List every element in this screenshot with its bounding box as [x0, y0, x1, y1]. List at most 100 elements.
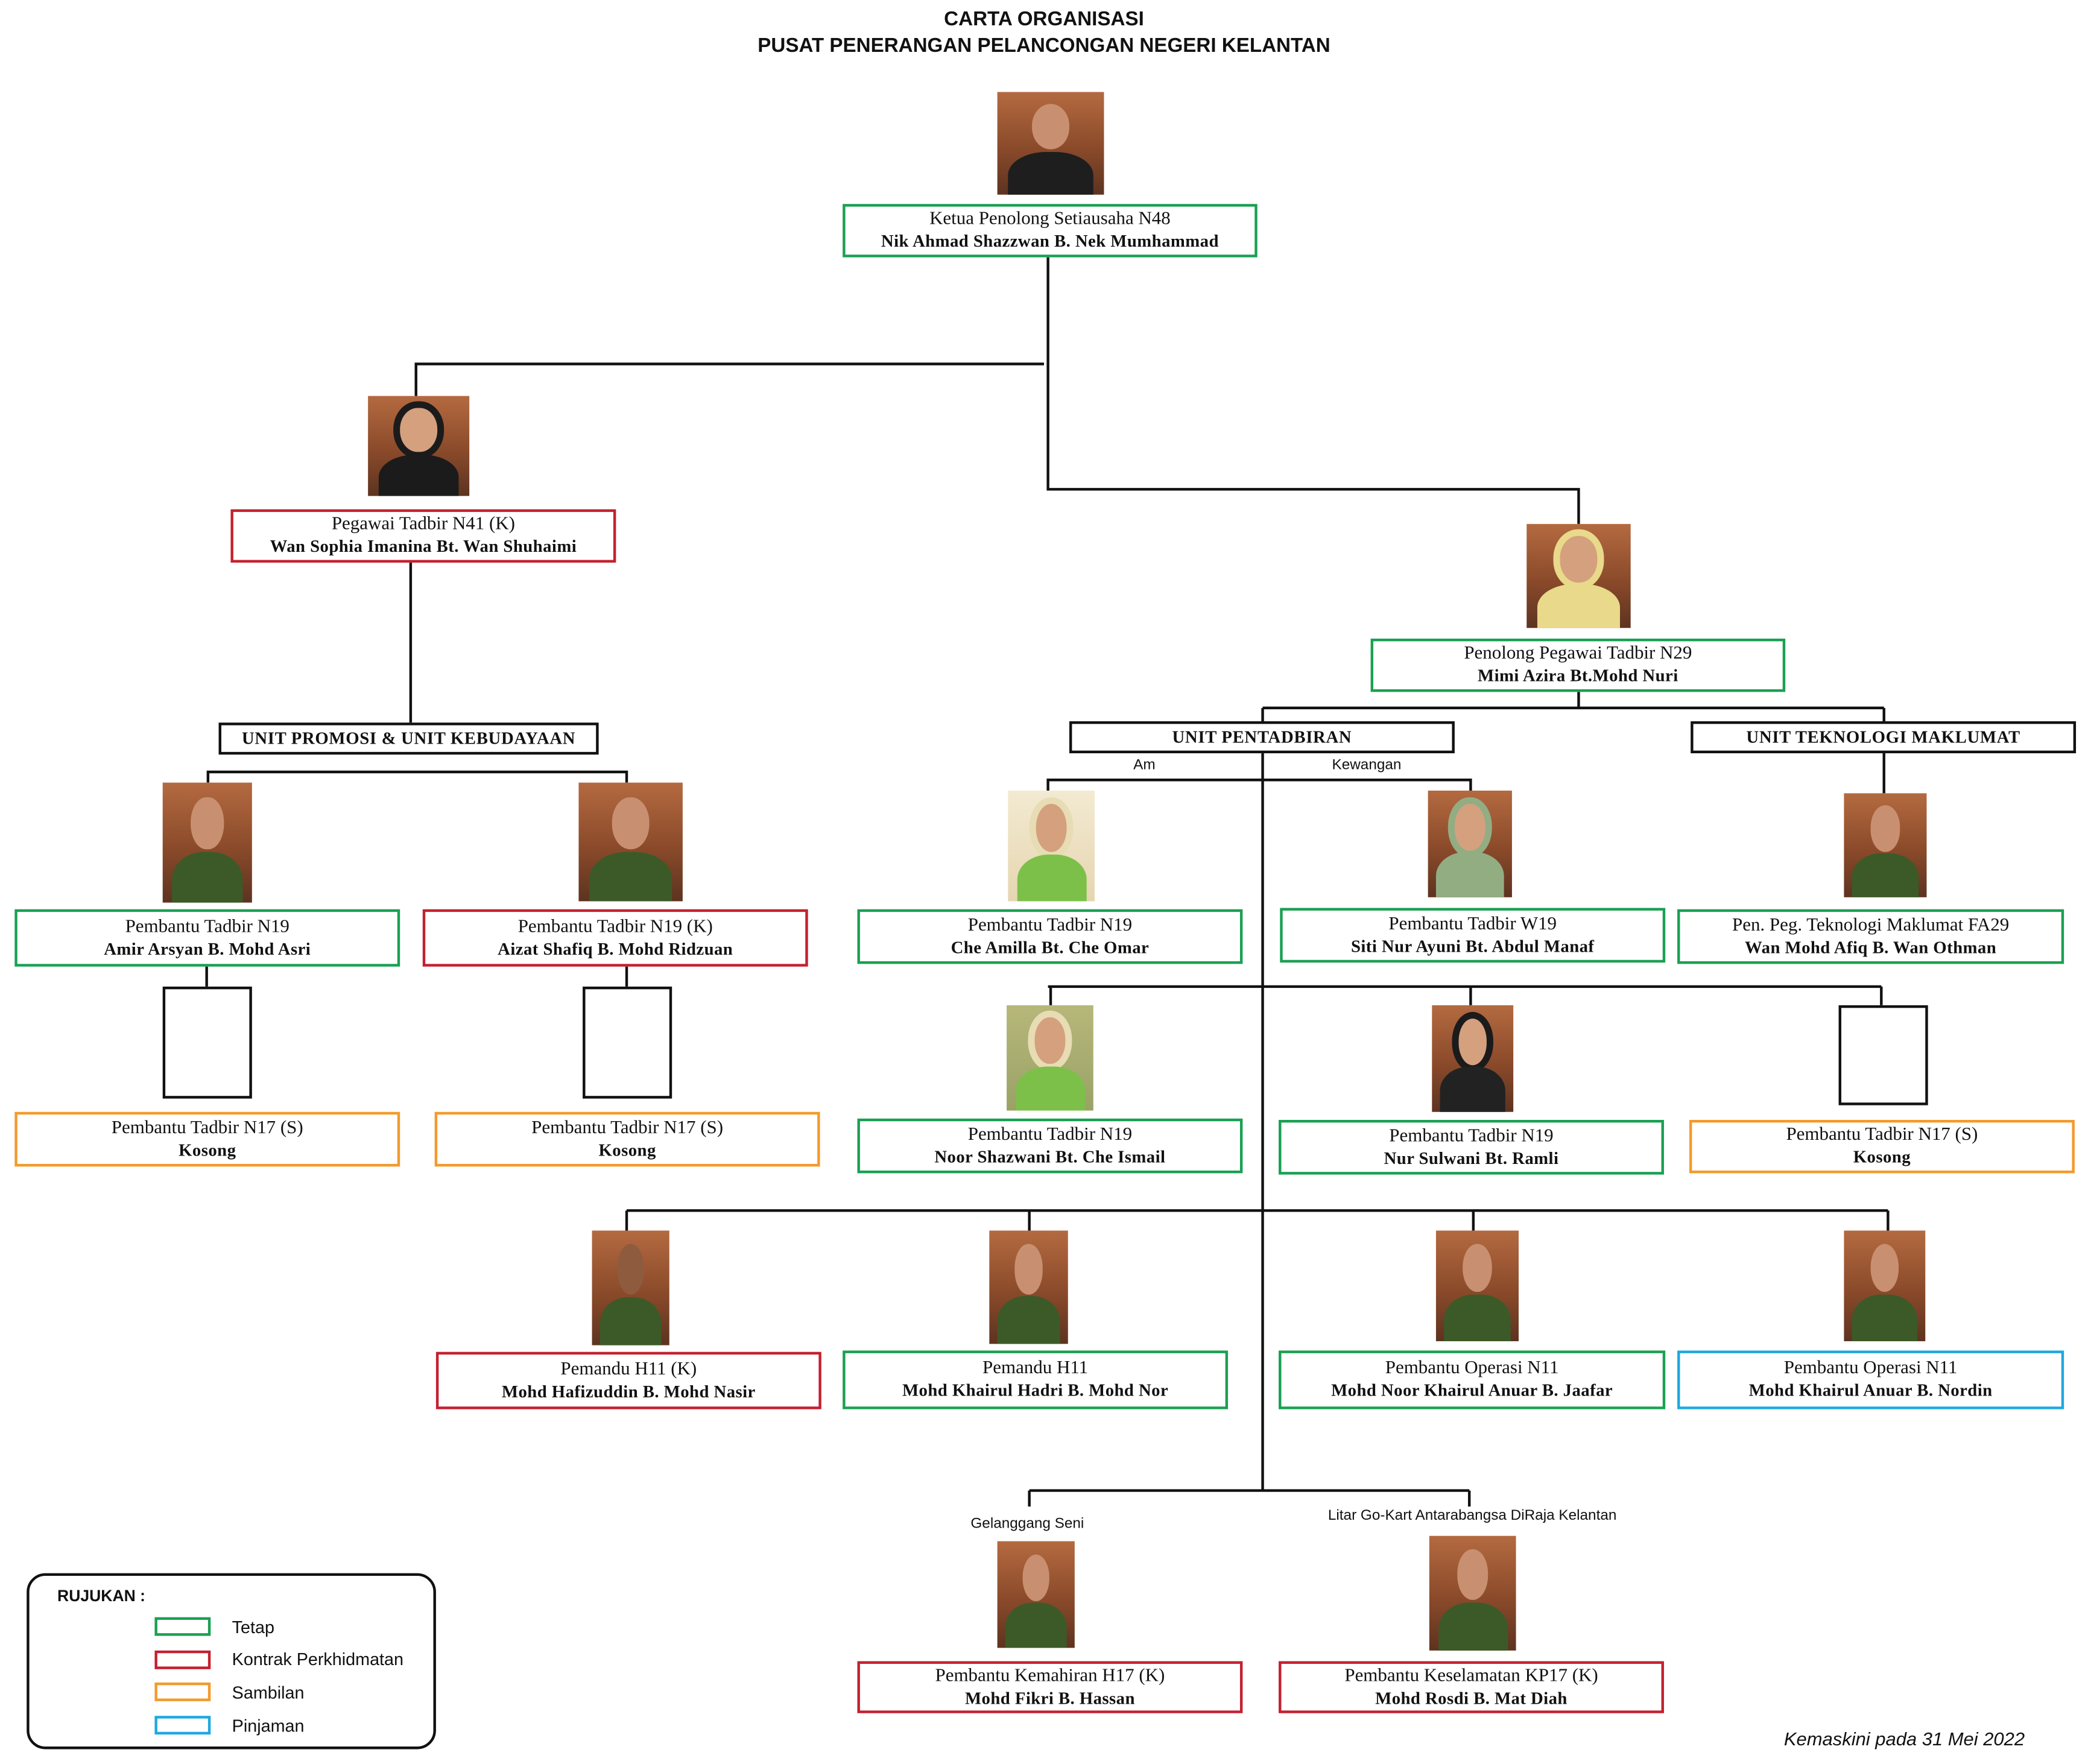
- portrait-khairul-nordin: [1844, 1230, 1926, 1341]
- chart-subtitle: PUSAT PENERANGAN PELANCONGAN NEGERI KELA…: [758, 34, 1330, 58]
- position-name: Mohd Khairul Hadri B. Mohd Nor: [902, 1380, 1169, 1400]
- portrait-nur-sulwani: [1432, 1005, 1514, 1112]
- position-role: Pembantu Tadbir N19: [125, 916, 289, 937]
- position-box-kosong-3: Pembantu Tadbir N17 (S) Kosong: [1689, 1119, 2075, 1174]
- position-role: Pembantu Tadbir N17 (S): [1786, 1125, 1978, 1145]
- vacant-photo-placeholder: [583, 986, 672, 1099]
- position-role: Pemandu H11 (K): [560, 1359, 697, 1379]
- position-role: Pembantu Keselamatan KP17 (K): [1344, 1666, 1598, 1686]
- portrait-ketua: [997, 92, 1104, 195]
- connector-line: [206, 770, 628, 783]
- position-role: Pembantu Operasi N11: [1783, 1358, 1958, 1379]
- position-box-fikri: Pembantu Kemahiran H17 (K) Mohd Fikri B.…: [857, 1661, 1243, 1713]
- position-role: Pembantu Operasi N11: [1385, 1358, 1559, 1379]
- position-role: Pen. Peg. Teknologi Maklumat FA29: [1732, 915, 2010, 935]
- legend-label: Pinjaman: [232, 1716, 305, 1736]
- position-role: Pegawai Tadbir N41 (K): [331, 514, 515, 535]
- position-name: Aizat Shafiq B. Mohd Ridzuan: [498, 938, 733, 958]
- position-box-penolong-pegawai: Penolong Pegawai Tadbir N29 Mimi Azira B…: [1370, 638, 1786, 692]
- connector-line: [1046, 779, 1472, 791]
- connector-line: [414, 362, 1044, 396]
- position-role: Pembantu Tadbir N19: [967, 915, 1133, 935]
- legend-label: Tetap: [232, 1617, 274, 1637]
- position-name: Kosong: [1853, 1146, 1911, 1167]
- position-box-kosong-2: Pembantu Tadbir N17 (S) Kosong: [434, 1111, 820, 1167]
- branch-label-gelanggang-seni: Gelanggang Seni: [970, 1516, 1084, 1532]
- branch-label-litar-go-kart: Litar Go-Kart Antarabangsa DiRaja Kelant…: [1327, 1508, 1617, 1524]
- position-role: Pemandu H11: [982, 1358, 1089, 1379]
- position-name: Kosong: [598, 1139, 656, 1160]
- portrait-khairul-hadri: [989, 1230, 1068, 1344]
- legend: RUJUKAN : Tetap Kontrak Perkhidmatan Sam…: [27, 1573, 436, 1750]
- position-box-khairul-nordin: Pembantu Operasi N11 Mohd Khairul Anuar …: [1677, 1350, 2064, 1409]
- position-role: Pembantu Kemahiran H17 (K): [935, 1666, 1165, 1686]
- position-role: Pembantu Tadbir N19 (K): [517, 916, 713, 937]
- legend-label: Kontrak Perkhidmatan: [232, 1649, 404, 1669]
- position-name: Mimi Azira Bt.Mohd Nuri: [1478, 665, 1678, 686]
- position-box-pegawai-tadbir: Pegawai Tadbir N41 (K) Wan Sophia Imanin…: [230, 509, 616, 563]
- position-box-amir: Pembantu Tadbir N19 Amir Arsyan B. Mohd …: [14, 909, 400, 967]
- portrait-hafizuddin: [592, 1230, 669, 1345]
- portrait-wan-afiq: [1844, 793, 1927, 897]
- position-box-aizat: Pembantu Tadbir N19 (K) Aizat Shafiq B. …: [422, 909, 808, 967]
- position-name: Siti Nur Ayuni Bt. Abdul Manaf: [1350, 935, 1595, 955]
- position-box-wan-afiq: Pen. Peg. Teknologi Maklumat FA29 Wan Mo…: [1677, 909, 2064, 964]
- position-box-che-amilla: Pembantu Tadbir N19 Che Amilla Bt. Che O…: [857, 909, 1243, 964]
- portrait-rosdi: [1429, 1535, 1516, 1651]
- position-box-kosong-1: Pembantu Tadbir N17 (S) Kosong: [14, 1111, 400, 1167]
- position-box-noor: Pembantu Tadbir N19 Noor Shazwani Bt. Ch…: [857, 1118, 1243, 1174]
- portrait-aizat: [578, 782, 683, 902]
- position-box-ketua: Ketua Penolong Setiausaha N48 Nik Ahmad …: [843, 204, 1258, 258]
- legend-title: RUJUKAN :: [57, 1586, 145, 1605]
- position-name: Mohd Rosdi B. Mat Diah: [1375, 1687, 1568, 1707]
- branch-label-kewangan: Kewangan: [1332, 757, 1402, 774]
- position-name: Noor Shazwani Bt. Che Ismail: [934, 1146, 1166, 1166]
- position-name: Nur Sulwani Bt. Ramli: [1384, 1147, 1559, 1168]
- position-role: Pembantu Tadbir N19: [967, 1124, 1133, 1145]
- position-name: Mohd Khairul Anuar B. Nordin: [1748, 1380, 1993, 1400]
- unit-teknologi-maklumat: UNIT TEKNOLOGI MAKLUMAT: [1691, 721, 2077, 754]
- connector-line: [1046, 257, 1580, 524]
- position-name: Wan Mohd Afiq B. Wan Othman: [1745, 937, 1997, 957]
- last-updated-note: Kemaskini pada 31 Mei 2022: [1783, 1728, 2025, 1750]
- position-name: Mohd Hafizuddin B. Mohd Nasir: [501, 1380, 756, 1401]
- position-name: Mohd Fikri B. Hassan: [964, 1687, 1135, 1707]
- position-role: Pembantu Tadbir N17 (S): [531, 1118, 724, 1138]
- portrait-che-amilla: [1008, 790, 1095, 902]
- position-role: Pembantu Tadbir W19: [1388, 914, 1557, 934]
- position-name: Nik Ahmad Shazzwan B. Nek Mumhammad: [881, 230, 1219, 251]
- vacant-photo-placeholder: [1838, 1005, 1928, 1105]
- portrait-fikri: [997, 1541, 1075, 1648]
- legend-swatch-tetap: [154, 1617, 211, 1636]
- portrait-noor: [1007, 1005, 1093, 1111]
- portrait-penolong-pegawai: [1526, 523, 1631, 628]
- legend-label: Sambilan: [232, 1682, 305, 1703]
- legend-swatch-kontrak: [154, 1650, 211, 1669]
- portrait-pegawai-tadbir: [368, 396, 470, 496]
- position-box-hafizuddin: Pemandu H11 (K) Mohd Hafizuddin B. Mohd …: [435, 1351, 821, 1409]
- position-role: Ketua Penolong Setiausaha N48: [929, 209, 1171, 230]
- portrait-noor-khairul: [1435, 1230, 1519, 1341]
- vacant-photo-placeholder: [162, 986, 252, 1099]
- legend-swatch-pinjaman: [154, 1716, 211, 1735]
- position-box-khairul-hadri: Pemandu H11 Mohd Khairul Hadri B. Mohd N…: [843, 1350, 1229, 1409]
- position-name: Che Amilla Bt. Che Omar: [951, 937, 1150, 957]
- position-box-rosdi: Pembantu Keselamatan KP17 (K) Mohd Rosdi…: [1279, 1661, 1664, 1713]
- unit-pentadbiran: UNIT PENTADBIRAN: [1069, 721, 1455, 754]
- branch-label-am: Am: [1133, 757, 1156, 774]
- portrait-siti: [1428, 790, 1512, 897]
- position-box-noor-khairul: Pembantu Operasi N11 Mohd Noor Khairul A…: [1279, 1350, 1666, 1409]
- position-name: Wan Sophia Imanina Bt. Wan Shuhaimi: [270, 536, 577, 556]
- legend-swatch-sambilan: [154, 1682, 211, 1701]
- position-role: Pembantu Tadbir N17 (S): [111, 1118, 303, 1138]
- position-role: Pembantu Tadbir N19: [1389, 1125, 1554, 1146]
- chart-title: CARTA ORGANISASI: [944, 8, 1144, 31]
- position-box-siti: Pembantu Tadbir W19 Siti Nur Ayuni Bt. A…: [1280, 908, 1666, 963]
- position-box-nur-sulwani: Pembantu Tadbir N19 Nur Sulwani Bt. Raml…: [1279, 1119, 1664, 1175]
- unit-promosi-kebudayaan: UNIT PROMOSI & UNIT KEBUDAYAAN: [218, 722, 599, 755]
- position-name: Amir Arsyan B. Mohd Asri: [104, 938, 311, 958]
- position-name: Kosong: [179, 1139, 236, 1160]
- position-role: Penolong Pegawai Tadbir N29: [1464, 643, 1692, 664]
